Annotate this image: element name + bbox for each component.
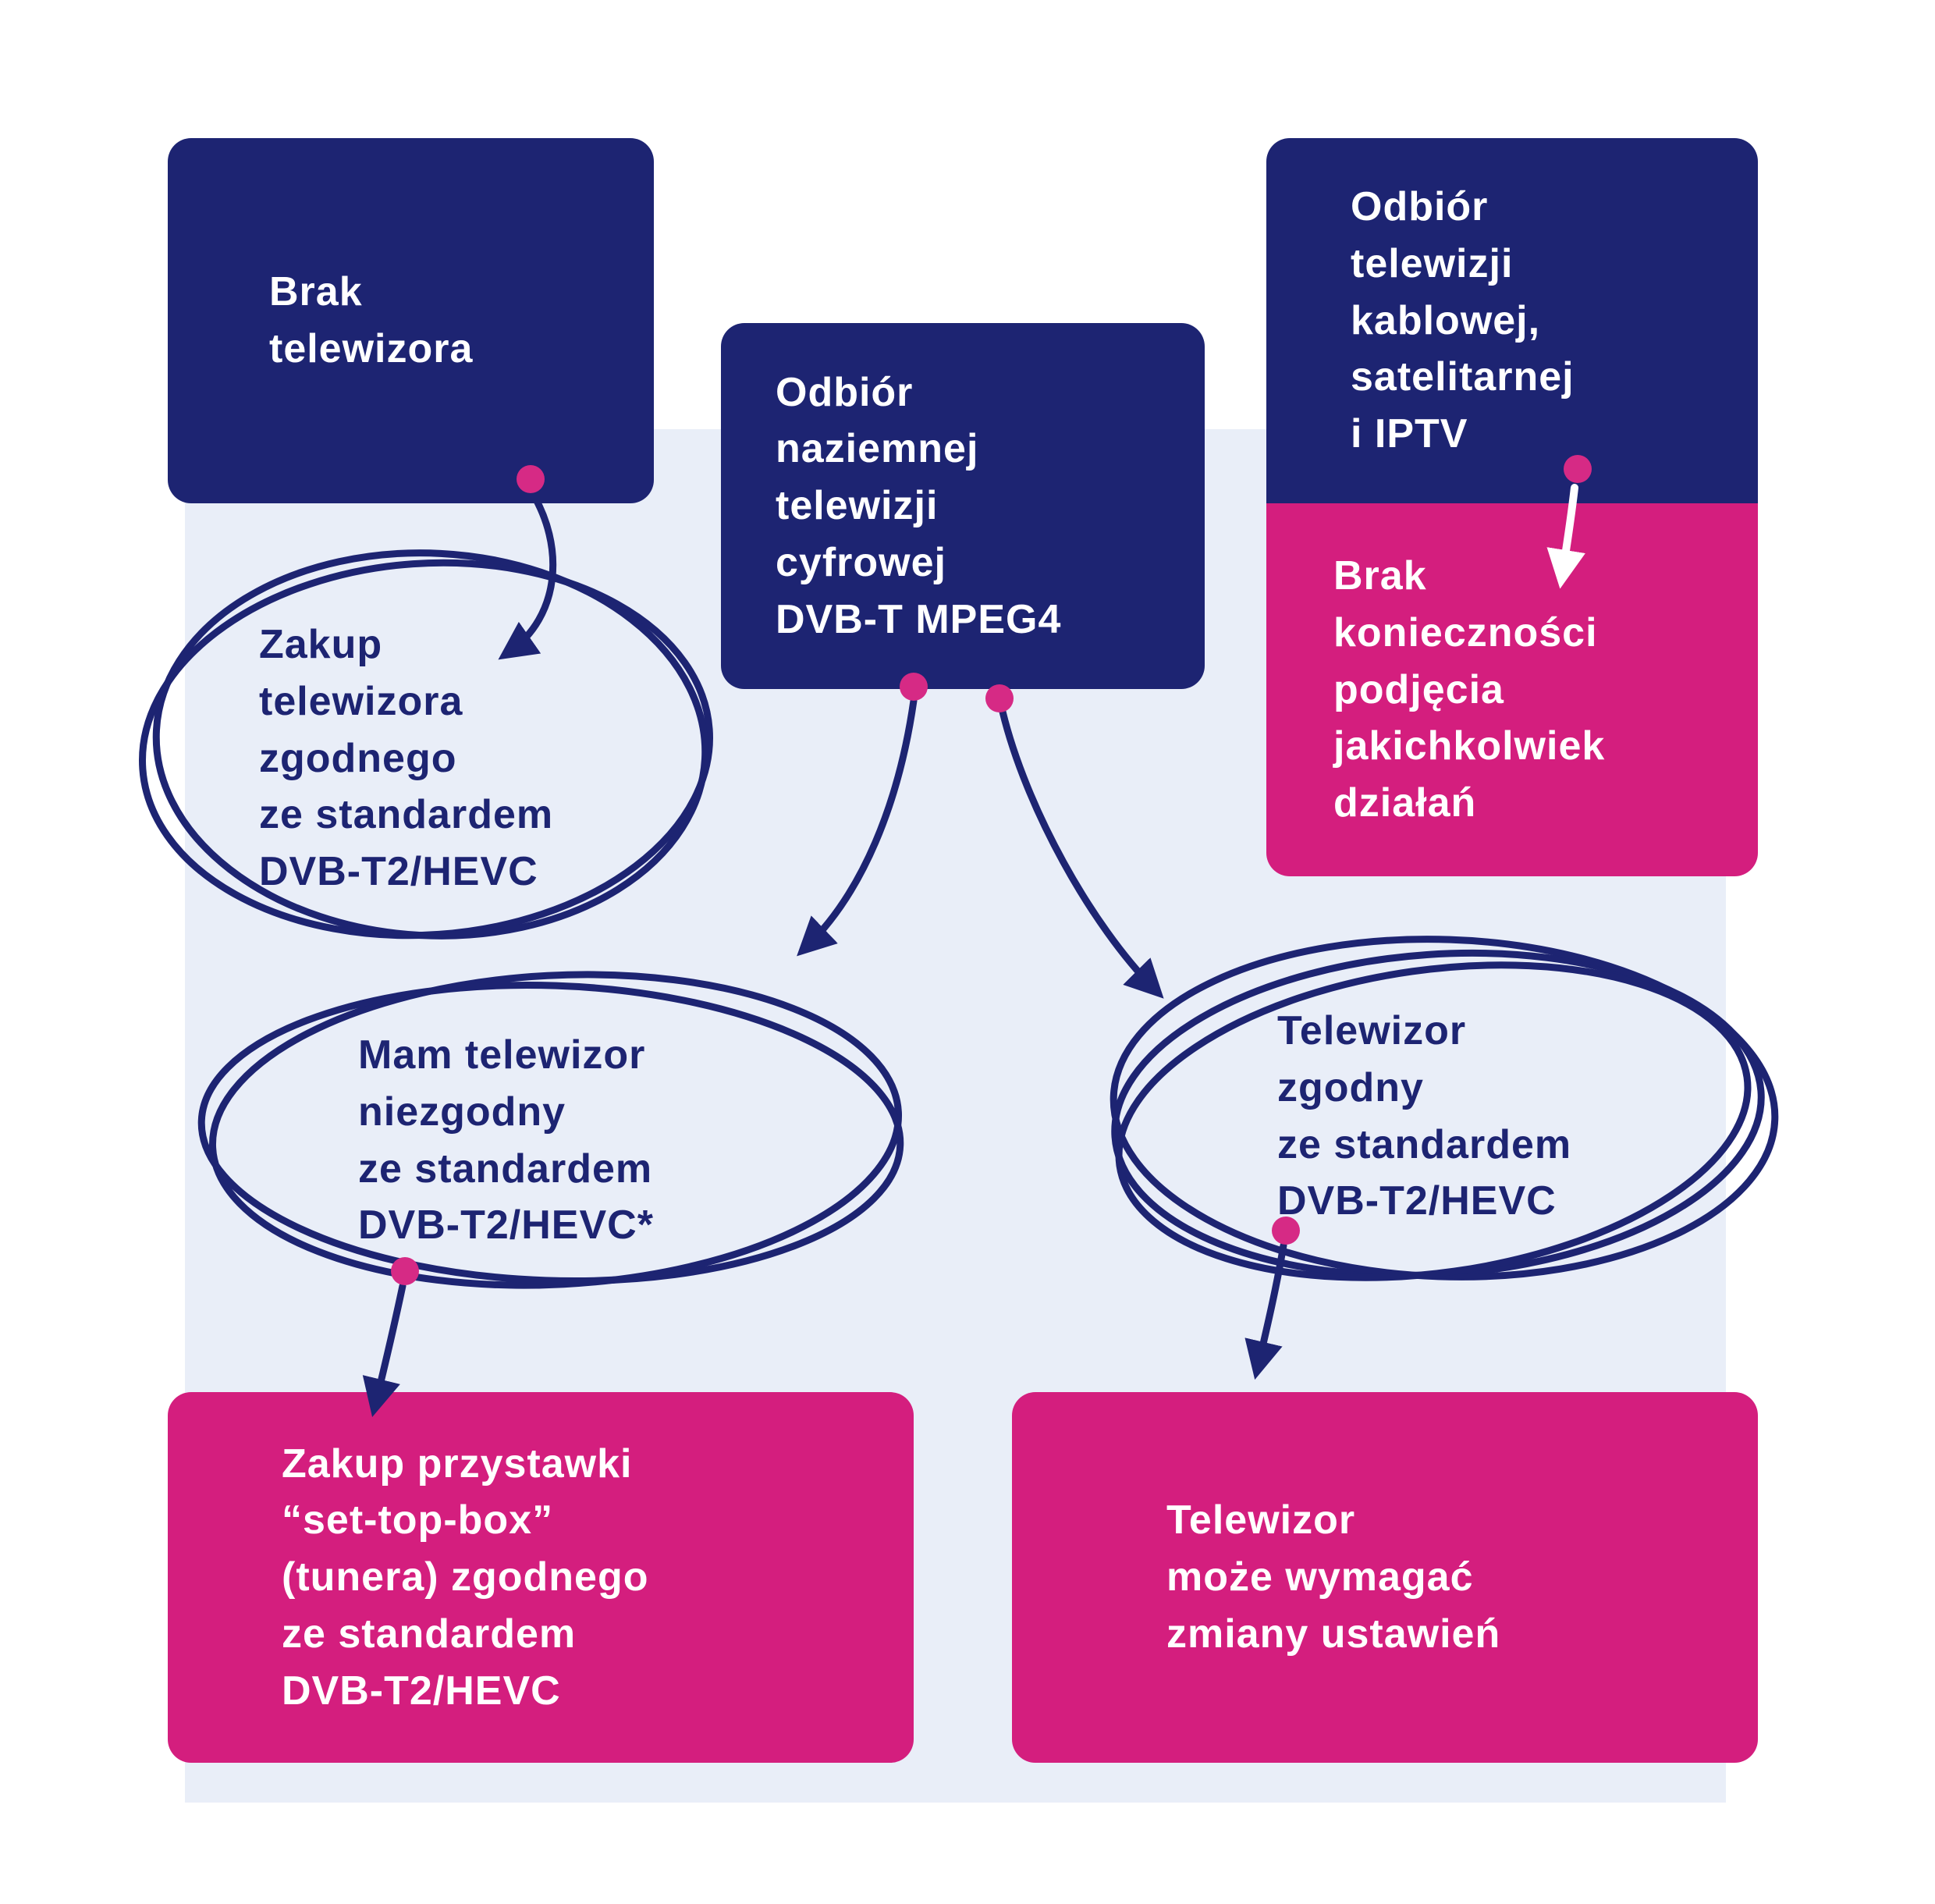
node-zmiana-ustawien-label: Telewizor może wymagać zmiany ustawień [1166, 1497, 1501, 1657]
node-brak-koniecznosci-label: Brak konieczności podjęcia jakichkolwiek… [1333, 553, 1606, 826]
node-dvbt-mpeg4-label: Odbiór naziemnej telewizji cyfrowej DVB-… [776, 369, 1062, 642]
ellipse-telewizor-niezgodny-label: Mam telewizor niezgodny ze standardem DV… [358, 1032, 654, 1249]
node-zakup-przystawki: Zakup przystawki “set-top-box” (tunera) … [168, 1392, 914, 1763]
node-zakup-przystawki-label: Zakup przystawki “set-top-box” (tunera) … [282, 1440, 649, 1714]
ellipse-zakup-telewizora-label: Zakup telewizora zgodnego ze standardem … [259, 622, 554, 895]
node-brak-koniecznosci: Brak konieczności podjęcia jakichkolwiek… [1266, 503, 1758, 876]
node-kablowa-satelitarna-label: Odbiór telewizji kablowej, satelitarnej … [1351, 184, 1575, 457]
ellipse-telewizor-zgodny-label: Telewizor zgodny ze standardem DVB-T2/HE… [1277, 1008, 1572, 1224]
node-dvbt-mpeg4: Odbiór naziemnej telewizji cyfrowej DVB-… [721, 323, 1205, 689]
node-kablowa-satelitarna-navy: Odbiór telewizji kablowej, satelitarnej … [1266, 138, 1758, 503]
node-kablowa-satelitarna: Odbiór telewizji kablowej, satelitarnej … [1266, 138, 1758, 876]
node-brak-telewizora-label: Brak telewizora [269, 269, 474, 371]
node-brak-telewizora: Brak telewizora [168, 138, 654, 503]
node-zmiana-ustawien: Telewizor może wymagać zmiany ustawień [1012, 1392, 1758, 1763]
